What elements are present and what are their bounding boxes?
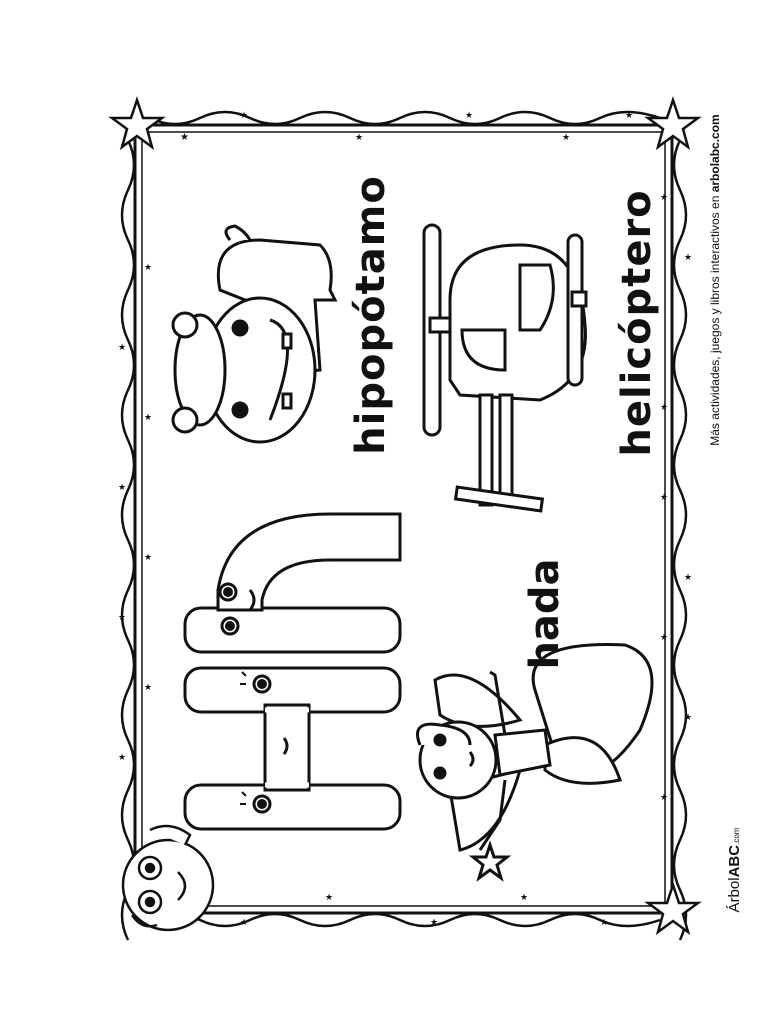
svg-text:★: ★ [600, 918, 608, 928]
svg-text:★: ★ [240, 918, 248, 928]
brand-suffix: .com [732, 827, 741, 845]
brand-part2: ABC [726, 844, 743, 878]
svg-text:★: ★ [684, 253, 692, 263]
word-hipopotamo: hipopótamo [348, 175, 394, 455]
svg-text:★: ★ [118, 613, 126, 623]
corner-stars [108, 96, 702, 936]
svg-text:★: ★ [118, 343, 126, 353]
word-helicoptero: helicóptero [614, 189, 660, 457]
svg-text:★: ★ [660, 193, 668, 203]
svg-text:★: ★ [660, 403, 668, 413]
svg-text:★: ★ [144, 413, 152, 423]
svg-text:★: ★ [520, 893, 528, 903]
page-frame [133, 123, 674, 915]
star-icon [644, 881, 702, 936]
star-icon [108, 96, 166, 151]
svg-text:★: ★ [465, 111, 473, 121]
svg-text:★: ★ [684, 573, 692, 583]
svg-text:★: ★ [118, 483, 126, 493]
svg-text:★: ★ [660, 633, 668, 643]
svg-text:★: ★ [118, 753, 126, 763]
helicopter-illustration [422, 223, 588, 513]
star-icon [644, 96, 702, 151]
svg-text:★: ★ [144, 553, 152, 563]
hippo-illustration [171, 224, 338, 444]
svg-text:★: ★ [355, 133, 363, 143]
svg-text:★: ★ [430, 918, 438, 928]
brand-logo: ÁrbolABC.com [723, 810, 747, 930]
svg-text:★: ★ [144, 683, 152, 693]
svg-text:★: ★ [684, 713, 692, 723]
letter-uppercase: H [0, 0, 1, 1]
letter-lowercase: h [0, 2, 1, 3]
fairy-illustration [416, 643, 654, 882]
wavy-border [120, 110, 688, 941]
svg-text:★: ★ [562, 133, 570, 143]
footer-text: Más actividades, juegos y libros interac… [708, 192, 722, 446]
svg-text:★: ★ [144, 263, 152, 273]
word-hada: hada [522, 558, 568, 670]
svg-text:★: ★ [240, 111, 248, 121]
svg-text:★: ★ [325, 893, 333, 903]
footer-note: Más actividades, juegos y libros interac… [705, 0, 725, 625]
svg-text:★: ★ [625, 111, 633, 121]
svg-text:★: ★ [660, 493, 668, 503]
mascot-illustration [121, 824, 215, 932]
brand-part1: Árbol [726, 877, 743, 913]
decor-stars: ★ ★ ★ ★ ★ ★ ★ ★ ★ ★ ★ ★ ★ ★ ★ ★ ★ ★ ★ ★ ★ ★ ★ ★ ★ ★ ★ [118, 111, 692, 928]
svg-text:★: ★ [180, 132, 189, 143]
footer-site-link[interactable]: arbolabc.com [708, 114, 722, 193]
letter-lowercase-drawing [183, 512, 402, 654]
svg-text:★: ★ [660, 793, 668, 803]
wand-star-icon [468, 840, 512, 882]
letter-uppercase-drawing [183, 666, 402, 831]
